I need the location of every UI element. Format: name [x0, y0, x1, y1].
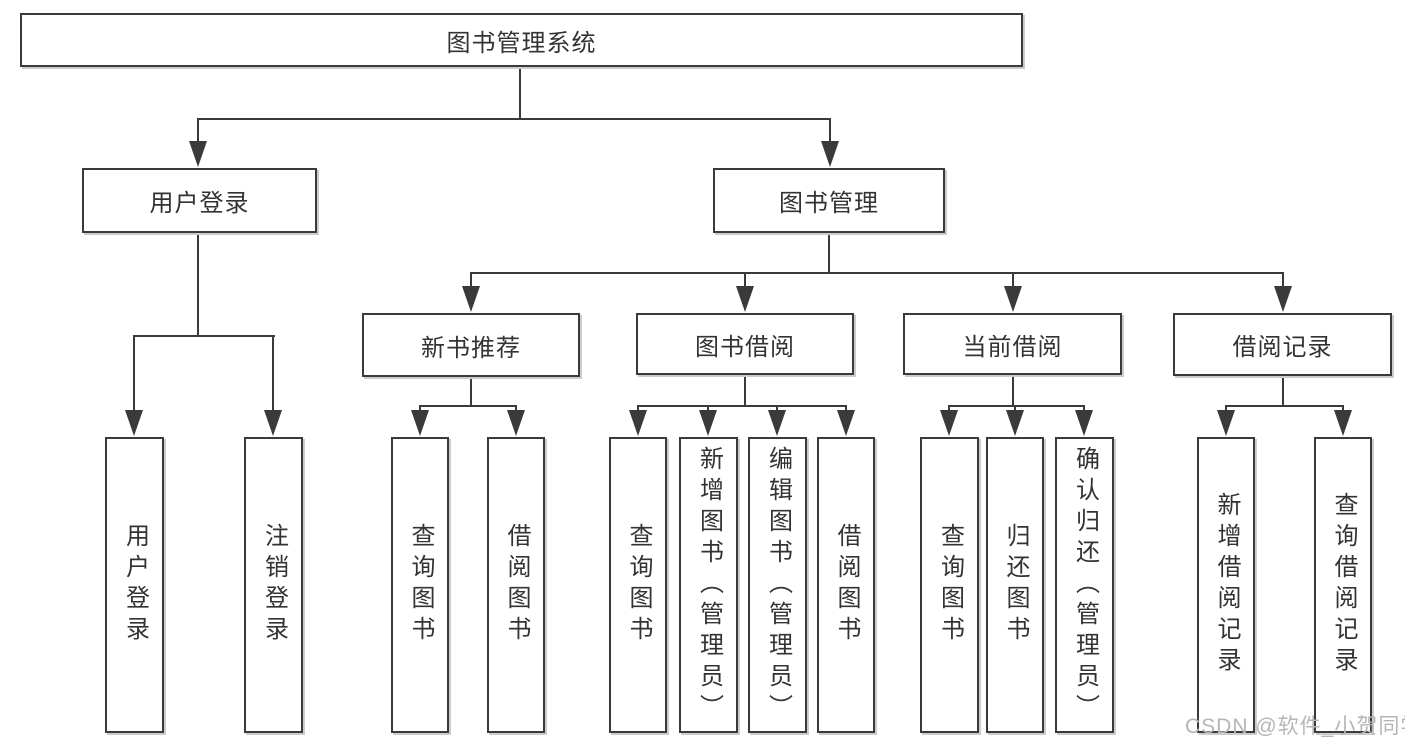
- connector-line: [1012, 272, 1014, 289]
- connector-line: [744, 272, 746, 289]
- connector-line: [197, 233, 199, 335]
- arrow-down-icon: [1006, 410, 1024, 436]
- node-book-management-label: 图书管理: [779, 190, 879, 217]
- leaf-return-books: 归还图书: [986, 437, 1044, 733]
- connector-line: [133, 335, 275, 337]
- connector-line: [948, 405, 1085, 407]
- connector-line: [637, 405, 847, 407]
- leaf-confirm-return-admin-label: 确认归还（管理员）: [1071, 445, 1099, 725]
- connector-line: [1012, 375, 1014, 405]
- arrow-down-icon: [629, 410, 647, 436]
- leaf-confirm-return-admin: 确认归还（管理员）: [1055, 437, 1114, 733]
- arrow-down-icon: [837, 410, 855, 436]
- node-book-borrowing: 图书借阅: [636, 313, 854, 375]
- leaf-add-books-admin-label: 新增图书（管理员）: [695, 445, 723, 725]
- leaf-user-login-label: 用户登录: [121, 523, 149, 647]
- node-root: 图书管理系统: [20, 13, 1023, 67]
- leaf-logout: 注销登录: [244, 437, 303, 733]
- leaf-edit-books-admin: 编辑图书（管理员）: [748, 437, 807, 733]
- leaf-query-books-borrowing: 查询图书: [609, 437, 667, 733]
- connector-line: [519, 67, 521, 118]
- node-user-login: 用户登录: [82, 168, 317, 233]
- arrow-down-icon: [1274, 286, 1292, 312]
- leaf-add-borrow-record: 新增借阅记录: [1197, 437, 1255, 733]
- arrow-down-icon: [264, 410, 282, 436]
- connector-line: [133, 335, 135, 413]
- connector-line: [829, 118, 831, 144]
- connector-line: [1282, 272, 1284, 289]
- leaf-query-books-recommend-label: 查询图书: [407, 523, 434, 647]
- connector-line: [828, 233, 830, 272]
- leaf-edit-books-admin-label: 编辑图书（管理员）: [764, 445, 792, 725]
- leaf-query-books-current-label: 查询图书: [936, 523, 964, 647]
- connector-line: [1282, 376, 1284, 405]
- arrow-down-icon: [768, 410, 786, 436]
- leaf-logout-label: 注销登录: [260, 523, 288, 647]
- arrow-down-icon: [462, 286, 480, 312]
- leaf-user-login: 用户登录: [105, 437, 164, 733]
- arrow-down-icon: [699, 410, 717, 436]
- connector-line: [419, 405, 517, 407]
- leaf-query-books-current: 查询图书: [920, 437, 979, 733]
- node-new-book-recommendation: 新书推荐: [362, 313, 580, 377]
- leaf-query-books-recommend: 查询图书: [391, 437, 449, 733]
- arrow-down-icon: [821, 141, 839, 167]
- connector-line: [272, 335, 274, 413]
- connector-line: [197, 118, 831, 120]
- arrow-down-icon: [125, 410, 143, 436]
- node-root-label: 图书管理系统: [446, 29, 597, 57]
- arrow-down-icon: [189, 141, 207, 167]
- node-book-borrowing-label: 图书借阅: [695, 333, 795, 361]
- connector-line: [470, 377, 472, 405]
- leaf-borrow-books-borrowing: 借阅图书: [817, 437, 875, 733]
- node-user-login-label: 用户登录: [149, 190, 250, 217]
- arrow-down-icon: [411, 410, 429, 436]
- node-new-book-recommendation-label: 新书推荐: [421, 334, 521, 362]
- connector-line: [197, 118, 199, 144]
- leaf-query-borrow-record: 查询借阅记录: [1314, 437, 1372, 733]
- leaf-query-borrow-record-label: 查询借阅记录: [1330, 492, 1357, 678]
- leaf-query-books-borrowing-label: 查询图书: [625, 523, 652, 647]
- leaf-add-books-admin: 新增图书（管理员）: [679, 437, 738, 733]
- arrow-down-icon: [736, 286, 754, 312]
- node-current-borrowing: 当前借阅: [903, 313, 1122, 375]
- connector-line: [470, 272, 1284, 274]
- arrow-down-icon: [1075, 410, 1093, 436]
- arrow-down-icon: [1334, 410, 1352, 436]
- leaf-borrow-books-recommend: 借阅图书: [487, 437, 545, 733]
- leaf-borrow-books-borrowing-label: 借阅图书: [833, 523, 860, 647]
- leaf-add-borrow-record-label: 新增借阅记录: [1213, 492, 1240, 678]
- connector-line: [744, 375, 746, 405]
- connector-line: [1225, 405, 1344, 407]
- node-current-borrowing-label: 当前借阅: [962, 333, 1063, 361]
- node-book-management: 图书管理: [713, 168, 945, 233]
- connector-line: [470, 272, 472, 289]
- node-borrowing-records: 借阅记录: [1173, 313, 1392, 376]
- node-borrowing-records-label: 借阅记录: [1232, 334, 1333, 361]
- csdn-watermark: CSDN @软件_小贺同学: [1185, 715, 1405, 738]
- arrow-down-icon: [507, 410, 525, 436]
- arrow-down-icon: [1004, 286, 1022, 312]
- leaf-return-books-label: 归还图书: [1002, 523, 1029, 647]
- arrow-down-icon: [940, 410, 958, 436]
- arrow-down-icon: [1217, 410, 1235, 436]
- leaf-borrow-books-recommend-label: 借阅图书: [503, 523, 530, 647]
